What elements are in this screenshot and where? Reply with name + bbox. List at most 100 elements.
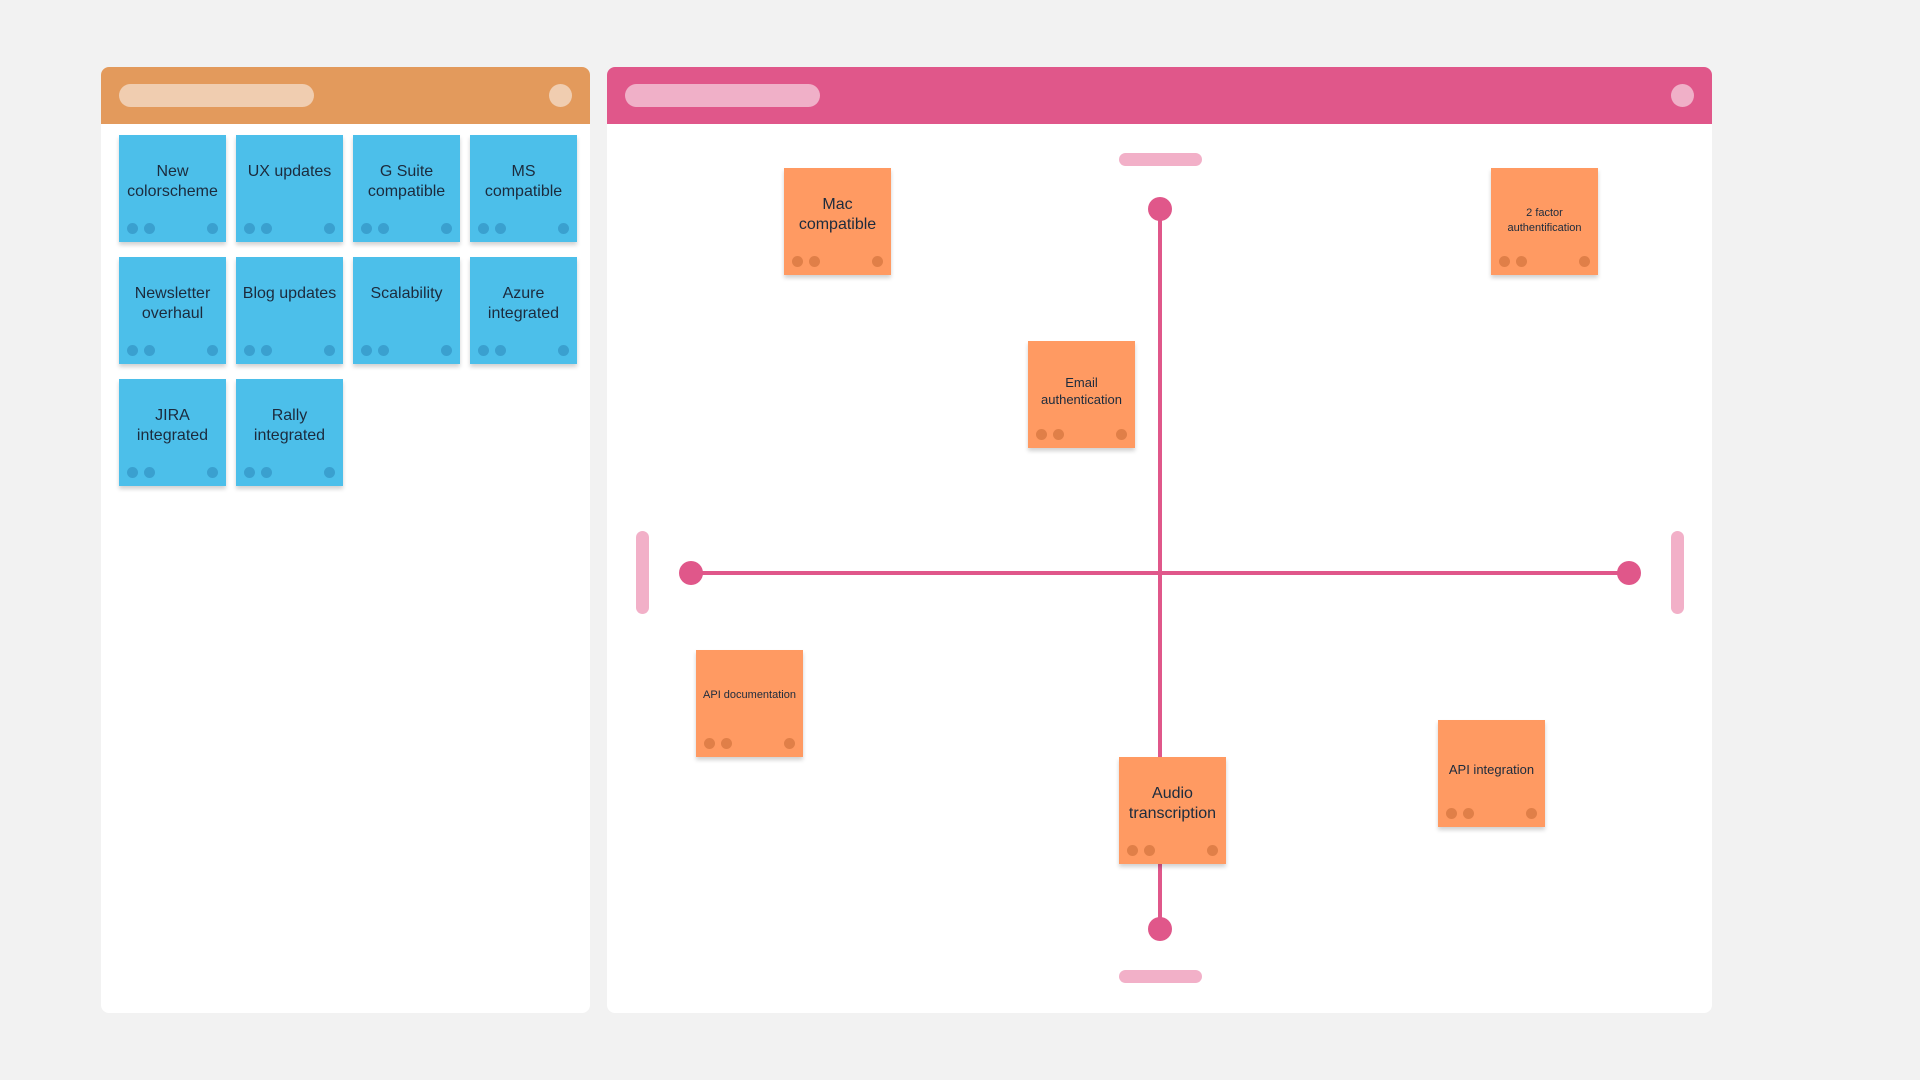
sticky-note-footer <box>1127 845 1218 856</box>
sticky-note-label: G Suite compatible <box>367 163 446 200</box>
sticky-note-footer <box>361 223 452 234</box>
sticky-note[interactable]: Azure integrated <box>470 257 577 364</box>
vote-dot[interactable] <box>478 345 489 356</box>
sticky-note-label: UX updates <box>247 163 332 180</box>
vote-dot[interactable] <box>324 467 335 478</box>
axis-endpoint[interactable] <box>1617 561 1641 585</box>
sticky-note[interactable]: Rally integrated <box>236 379 343 486</box>
sticky-note[interactable]: 2 factor authentification <box>1491 168 1598 275</box>
vote-dot[interactable] <box>495 223 506 234</box>
vote-dot[interactable] <box>207 345 218 356</box>
vote-dot[interactable] <box>872 256 883 267</box>
vote-dot[interactable] <box>324 223 335 234</box>
vote-dot[interactable] <box>361 345 372 356</box>
priority-matrix-menu-button[interactable] <box>1671 84 1694 107</box>
vote-dot[interactable] <box>441 345 452 356</box>
vote-dot[interactable] <box>324 345 335 356</box>
sticky-note[interactable]: UX updates <box>236 135 343 242</box>
left-axis-handle[interactable] <box>636 531 649 614</box>
sticky-note-label: MS compatible <box>484 163 563 200</box>
priority-matrix-frame[interactable]: Mac compatible 2 factor authentification… <box>607 67 1712 1013</box>
sticky-note[interactable]: API documentation <box>696 650 803 757</box>
axis-endpoint[interactable] <box>1148 917 1172 941</box>
vote-dot[interactable] <box>378 345 389 356</box>
sticky-note-label: API documentation <box>703 689 796 701</box>
sticky-note[interactable]: Mac compatible <box>784 168 891 275</box>
vote-dot[interactable] <box>261 467 272 478</box>
vote-dot[interactable] <box>1526 808 1537 819</box>
vote-dot[interactable] <box>207 467 218 478</box>
vote-dot[interactable] <box>361 223 372 234</box>
sticky-note[interactable]: MS compatible <box>470 135 577 242</box>
vote-dot[interactable] <box>207 223 218 234</box>
vote-dot[interactable] <box>784 738 795 749</box>
vote-dot[interactable] <box>721 738 732 749</box>
vote-dot[interactable] <box>495 345 506 356</box>
vote-dot[interactable] <box>261 345 272 356</box>
vote-dot[interactable] <box>144 345 155 356</box>
sticky-note[interactable]: Audio transcription <box>1119 757 1226 864</box>
vote-dot[interactable] <box>704 738 715 749</box>
vote-dot[interactable] <box>1516 256 1527 267</box>
sticky-note-label: Mac compatible <box>798 196 877 233</box>
vote-dot[interactable] <box>261 223 272 234</box>
vote-dot[interactable] <box>792 256 803 267</box>
sticky-note[interactable]: New colorscheme <box>119 135 226 242</box>
sticky-note[interactable]: Scalability <box>353 257 460 364</box>
vote-dot[interactable] <box>1144 845 1155 856</box>
vote-dot[interactable] <box>244 345 255 356</box>
priority-matrix-title-placeholder[interactable] <box>625 84 820 107</box>
vote-dot[interactable] <box>1127 845 1138 856</box>
sticky-note-footer <box>704 738 795 749</box>
vote-dot[interactable] <box>144 223 155 234</box>
sticky-note[interactable]: Blog updates <box>236 257 343 364</box>
vote-dot[interactable] <box>558 345 569 356</box>
sticky-note[interactable]: Newsletter overhaul <box>119 257 226 364</box>
backlog-frame-header[interactable] <box>101 67 590 124</box>
sticky-note[interactable]: Email authentication <box>1028 341 1135 448</box>
vote-dot[interactable] <box>1116 429 1127 440</box>
vote-dot[interactable] <box>127 467 138 478</box>
sticky-note-label: 2 factor authentification <box>1507 207 1582 234</box>
axis-endpoint[interactable] <box>1148 197 1172 221</box>
vote-dot[interactable] <box>1499 256 1510 267</box>
vote-dot[interactable] <box>127 223 138 234</box>
vote-dot[interactable] <box>1579 256 1590 267</box>
sticky-note-label: Newsletter overhaul <box>134 285 211 322</box>
sticky-note[interactable]: G Suite compatible <box>353 135 460 242</box>
vote-dot[interactable] <box>244 223 255 234</box>
backlog-frame-title-placeholder[interactable] <box>119 84 314 107</box>
priority-matrix-frame-header[interactable] <box>607 67 1712 124</box>
sticky-note[interactable]: API integration <box>1438 720 1545 827</box>
vote-dot[interactable] <box>1463 808 1474 819</box>
right-axis-handle[interactable] <box>1671 531 1684 614</box>
sticky-note-footer <box>361 345 452 356</box>
vote-dot[interactable] <box>244 467 255 478</box>
backlog-frame[interactable]: New colorscheme UX updates G Suite compa… <box>101 67 590 1013</box>
sticky-note-label: Azure integrated <box>487 285 560 322</box>
sticky-note-footer <box>1499 256 1590 267</box>
vote-dot[interactable] <box>478 223 489 234</box>
sticky-note-label: API integration <box>1448 762 1535 777</box>
backlog-frame-menu-button[interactable] <box>549 84 572 107</box>
vote-dot[interactable] <box>378 223 389 234</box>
sticky-note-footer <box>244 467 335 478</box>
sticky-note-footer <box>127 223 218 234</box>
vote-dot[interactable] <box>1207 845 1218 856</box>
axis-endpoint[interactable] <box>679 561 703 585</box>
sticky-note-label: Blog updates <box>242 285 337 302</box>
vote-dot[interactable] <box>558 223 569 234</box>
sticky-note-footer <box>244 223 335 234</box>
vote-dot[interactable] <box>1036 429 1047 440</box>
sticky-note[interactable]: JIRA integrated <box>119 379 226 486</box>
bottom-axis-handle[interactable] <box>1119 970 1202 983</box>
vote-dot[interactable] <box>127 345 138 356</box>
vote-dot[interactable] <box>1446 808 1457 819</box>
sticky-note-label: Audio transcription <box>1128 785 1217 822</box>
sticky-note-footer <box>127 345 218 356</box>
top-axis-handle[interactable] <box>1119 153 1202 166</box>
vote-dot[interactable] <box>144 467 155 478</box>
vote-dot[interactable] <box>1053 429 1064 440</box>
vote-dot[interactable] <box>809 256 820 267</box>
vote-dot[interactable] <box>441 223 452 234</box>
